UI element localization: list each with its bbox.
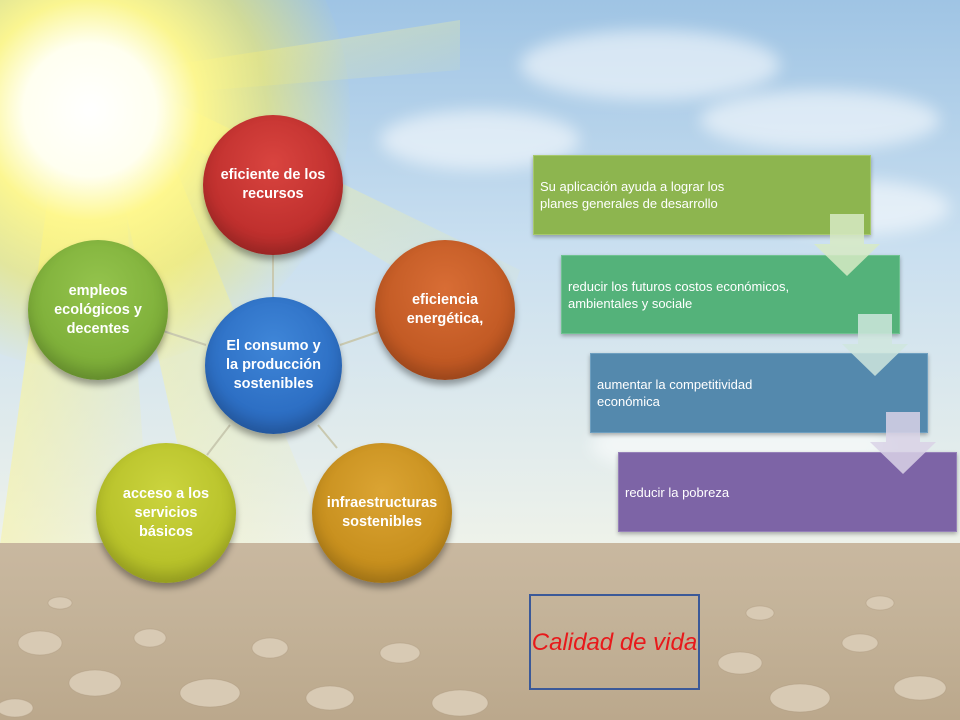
- cloud: [700, 90, 940, 150]
- node-label: empleos ecológicos y decentes: [54, 282, 142, 337]
- quality-of-life-callout: Calidad de vida: [529, 594, 700, 690]
- down-arrow-icon: [842, 314, 908, 376]
- node-label: eficiente de los recursos: [220, 167, 326, 202]
- process-step-text: Su aplicación ayuda a lograr los planes …: [540, 179, 725, 211]
- cloud: [520, 30, 780, 100]
- center-label: El consumo y la producción sostenibles: [225, 338, 322, 392]
- diagram-node-recursos: eficiente de los recursos: [203, 115, 343, 255]
- diagram-center-node: El consumo y la producción sostenibles: [205, 297, 342, 434]
- diagram-node-energetica: eficiencia energética,: [375, 240, 515, 380]
- pebbles: [0, 595, 947, 718]
- diagram-node-empleos: empleos ecológicos y decentes: [28, 240, 168, 380]
- node-label: infraestructuras sostenibles: [326, 495, 438, 530]
- process-step-text: reducir la pobreza: [625, 484, 730, 500]
- down-arrow-icon: [870, 412, 936, 474]
- process-step-text: aumentar la competitividad económica: [597, 377, 753, 409]
- down-arrow-icon: [814, 214, 880, 276]
- node-label: acceso a los servicios básicos: [122, 485, 210, 540]
- process-step-text: reducir los futuros costos económicos, a…: [568, 278, 790, 311]
- callout-text: Calidad de vida: [531, 628, 698, 656]
- diagram-node-servicios: acceso a los servicios básicos: [96, 443, 236, 583]
- diagram-node-infraestructuras: infraestructuras sostenibles: [312, 443, 452, 583]
- process-step-1: Su aplicación ayuda a lograr los planes …: [533, 155, 871, 235]
- node-label: eficiencia energética,: [406, 292, 484, 327]
